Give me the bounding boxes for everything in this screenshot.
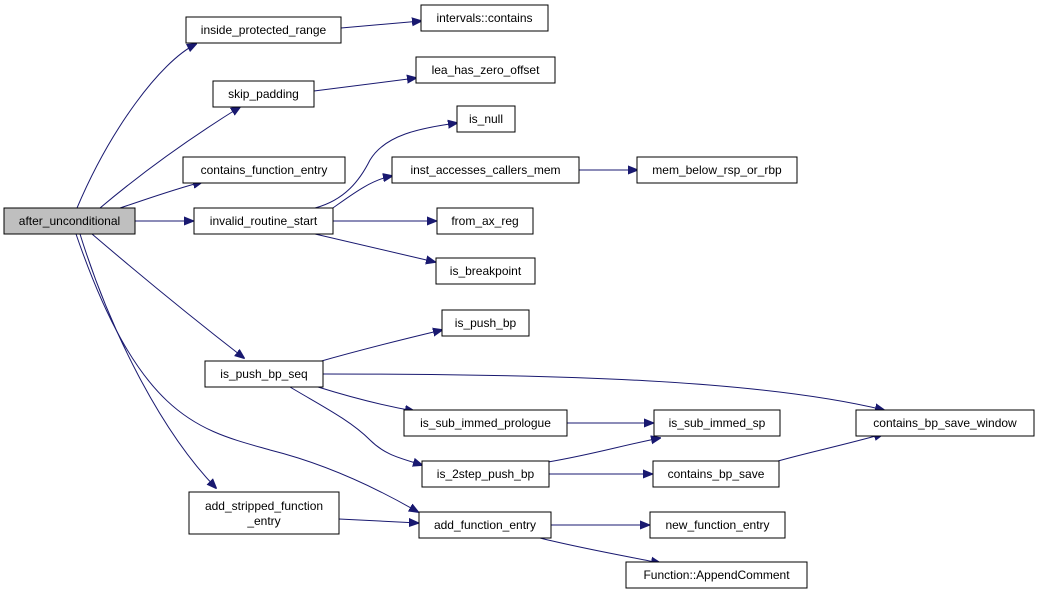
node-label: contains_function_entry — [201, 163, 328, 177]
node-label: contains_bp_save — [668, 467, 765, 481]
edge-after_unconditional-add_function_entry — [75, 233, 418, 512]
edge-add_function_entry-function_append_comment — [539, 537, 660, 563]
node-label-line1: add_stripped_function — [205, 499, 323, 513]
node-label: add_function_entry — [434, 518, 536, 532]
node-is_breakpoint[interactable]: is_breakpoint — [435, 257, 536, 285]
node-label: is_push_bp — [455, 316, 517, 330]
edge-invalid_routine_start-inst_accesses_callers_mem — [329, 176, 392, 211]
node-add_stripped_function_entry[interactable]: add_stripped_function _entry — [188, 491, 340, 535]
node-label: is_push_bp_seq — [220, 367, 307, 381]
node-label: is_sub_immed_prologue — [420, 416, 551, 430]
node-is_2step_push_bp[interactable]: is_2step_push_bp — [421, 460, 550, 488]
node-label: after_unconditional — [19, 214, 120, 228]
node-label: new_function_entry — [665, 518, 769, 532]
edge-after_unconditional-is_push_bp_seq — [91, 233, 244, 358]
node-is_sub_immed_prologue[interactable]: is_sub_immed_prologue — [403, 409, 568, 437]
node-label: contains_bp_save_window — [873, 416, 1017, 430]
edge-add_stripped_function_entry-add_function_entry — [338, 519, 418, 523]
node-label-line2: _entry — [246, 514, 280, 528]
edge-is_push_bp_seq-contains_bp_save_window — [322, 373, 884, 410]
edge-is_push_bp_seq-is_sub_immed_prologue — [317, 386, 414, 411]
node-after_unconditional[interactable]: after_unconditional — [3, 207, 136, 235]
edge-invalid_routine_start-is_null — [314, 123, 457, 209]
edge-after_unconditional-skip_padding — [99, 107, 240, 209]
edge-is_2step_push_bp-is_sub_immed_sp — [547, 438, 660, 463]
edge-contains_bp_save-contains_bp_save_window — [777, 434, 883, 462]
node-function_append_comment[interactable]: Function::AppendComment — [625, 561, 808, 589]
edge-after_unconditional-add_stripped_function_entry — [79, 233, 216, 488]
edge-is_push_bp_seq-is_push_bp — [317, 330, 442, 363]
edge-after_unconditional-inside_protected_range — [76, 44, 196, 209]
node-invalid_routine_start[interactable]: invalid_routine_start — [193, 207, 334, 235]
edge-invalid_routine_start-is_breakpoint — [314, 233, 435, 262]
node-label: inst_accesses_callers_mem — [410, 163, 560, 177]
node-is_null[interactable]: is_null — [456, 105, 516, 133]
node-label: lea_has_zero_offset — [432, 63, 541, 77]
edge-after_unconditional-contains_function_entry — [119, 182, 202, 209]
node-label: is_sub_immed_sp — [669, 416, 766, 430]
node-label: is_2step_push_bp — [437, 467, 535, 481]
node-is_push_bp_seq[interactable]: is_push_bp_seq — [204, 360, 324, 388]
node-new_function_entry[interactable]: new_function_entry — [649, 511, 786, 539]
node-label: is_breakpoint — [450, 264, 522, 278]
node-label: inside_protected_range — [201, 23, 327, 37]
edges — [75, 21, 884, 563]
edge-is_push_bp_seq-is_2step_push_bp — [289, 386, 422, 465]
node-contains_function_entry[interactable]: contains_function_entry — [182, 156, 346, 184]
node-intervals_contains[interactable]: intervals::contains — [420, 4, 549, 32]
edge-skip_padding-lea_has_zero_offset — [313, 78, 416, 92]
node-is_push_bp[interactable]: is_push_bp — [441, 309, 530, 337]
node-contains_bp_save_window[interactable]: contains_bp_save_window — [855, 409, 1035, 437]
node-label: mem_below_rsp_or_rbp — [652, 163, 782, 177]
node-label: Function::AppendComment — [643, 568, 790, 582]
node-skip_padding[interactable]: skip_padding — [212, 80, 315, 108]
edge-inside_protected_range-intervals_contains — [340, 21, 421, 29]
node-from_ax_reg[interactable]: from_ax_reg — [436, 207, 534, 235]
node-label: skip_padding — [228, 87, 299, 101]
node-label: is_null — [469, 112, 503, 126]
node-label: intervals::contains — [436, 11, 532, 25]
node-label: from_ax_reg — [451, 214, 518, 228]
node-mem_below_rsp_or_rbp[interactable]: mem_below_rsp_or_rbp — [636, 156, 798, 184]
node-inst_accesses_callers_mem[interactable]: inst_accesses_callers_mem — [391, 156, 580, 184]
node-lea_has_zero_offset[interactable]: lea_has_zero_offset — [415, 56, 556, 84]
node-contains_bp_save[interactable]: contains_bp_save — [652, 460, 780, 488]
node-label: invalid_routine_start — [210, 214, 318, 228]
node-add_function_entry[interactable]: add_function_entry — [418, 511, 552, 539]
node-is_sub_immed_sp[interactable]: is_sub_immed_sp — [653, 409, 781, 437]
node-inside_protected_range[interactable]: inside_protected_range — [185, 16, 342, 44]
